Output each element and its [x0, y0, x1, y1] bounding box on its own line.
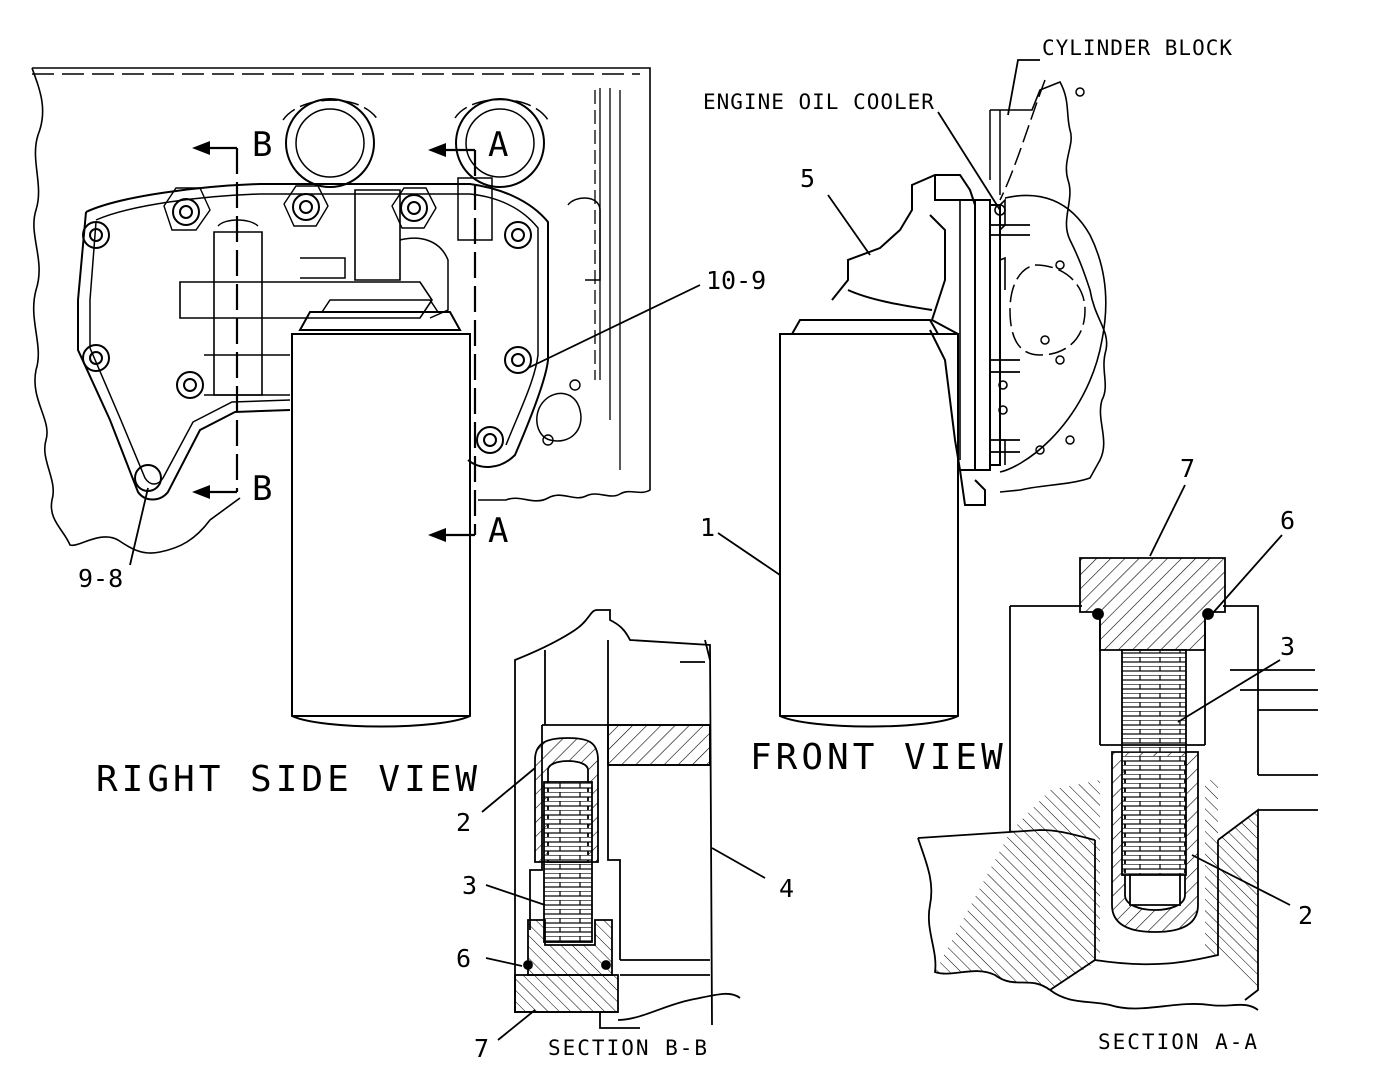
callout-1: 1 — [700, 513, 716, 542]
callout-2-bb: 2 — [456, 808, 472, 837]
callout-3-bb: 3 — [462, 871, 478, 900]
callout-9-8: 9-8 — [78, 564, 124, 593]
front-view-title: FRONT VIEW — [750, 737, 1007, 778]
callout-7-bb: 7 — [474, 1034, 490, 1063]
right-side-view-drawing — [31, 67, 701, 728]
callout-2-aa: 2 — [1298, 901, 1314, 930]
spring-aa — [1121, 649, 1187, 876]
callout-7-aa: 7 — [1180, 454, 1196, 483]
cut-label-b-top: B — [252, 125, 273, 165]
right-side-view-title: RIGHT SIDE VIEW — [96, 759, 482, 800]
cut-label-a-bottom: A — [488, 511, 509, 551]
section-aa-title: SECTION A-A — [1098, 1030, 1260, 1054]
callout-10-9: 10-9 — [706, 266, 767, 295]
callout-6-bb: 6 — [456, 944, 472, 973]
spring-bb — [543, 781, 593, 943]
callout-4: 4 — [779, 874, 795, 903]
label-cylinder-block: CYLINDER BLOCK — [1042, 36, 1234, 60]
section-arrowheads — [192, 141, 446, 542]
cut-label-a-top: A — [488, 125, 509, 165]
section-aa-drawing — [917, 484, 1318, 1011]
label-engine-oil-cooler: ENGINE OIL COOLER — [703, 90, 935, 114]
callout-3-aa: 3 — [1280, 632, 1296, 661]
section-bb-drawing — [481, 609, 766, 1041]
callout-5: 5 — [800, 164, 816, 193]
callout-6-aa: 6 — [1280, 506, 1296, 535]
front-view-drawing — [717, 59, 1108, 728]
cut-label-b-bottom: B — [252, 469, 273, 509]
section-bb-title: SECTION B-B — [548, 1036, 710, 1060]
